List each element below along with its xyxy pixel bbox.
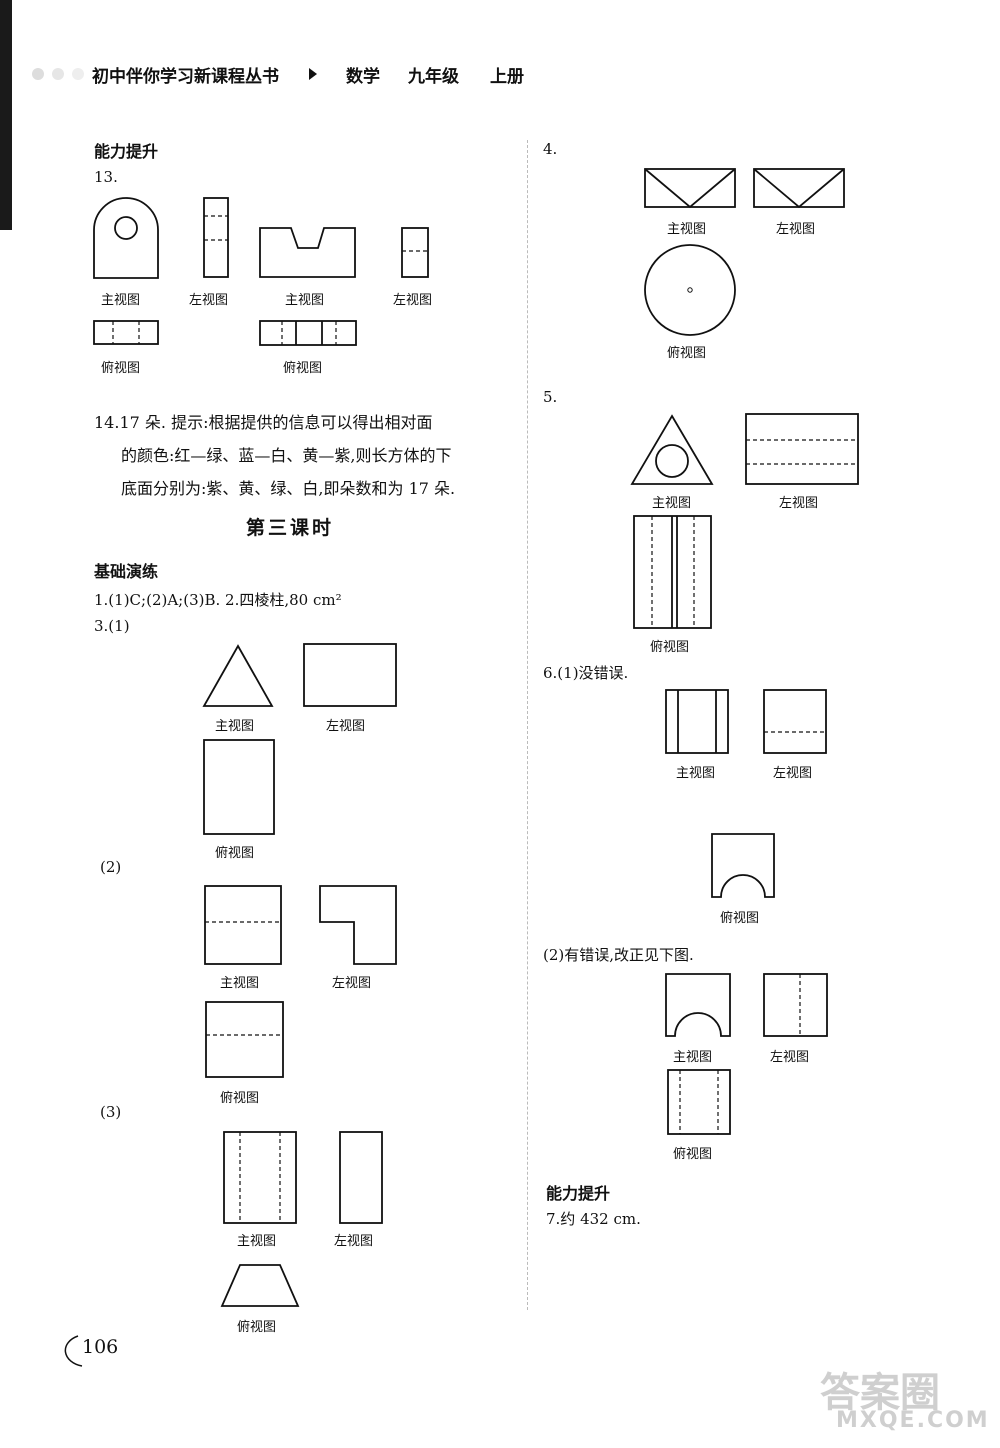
q4-caption-front: 主视图 xyxy=(667,222,707,237)
q13-figures xyxy=(93,197,429,346)
q5-caption-top: 俯视图 xyxy=(650,640,690,655)
q6-1-label: 6.(1)没错误. xyxy=(543,664,629,682)
q3-1-caption-top: 俯视图 xyxy=(215,846,255,861)
watermark-url: MXQE.COM xyxy=(836,1408,990,1433)
q4-caption-top: 俯视图 xyxy=(667,346,707,361)
q3-1-figures xyxy=(202,643,397,835)
q3-2-caption-front: 主视图 xyxy=(220,976,260,991)
q3-2-caption-top: 俯视图 xyxy=(220,1091,260,1106)
q14-line-2: 的颜色:红—绿、蓝—白、黄—紫,则长方体的下 xyxy=(121,446,452,465)
q6-2-caption-left: 左视图 xyxy=(770,1050,810,1065)
q4-figures xyxy=(644,168,845,336)
q3-3-caption-top: 俯视图 xyxy=(237,1320,277,1335)
q6-1-caption-top: 俯视图 xyxy=(720,911,760,926)
q13-caption-top-1: 俯视图 xyxy=(101,361,141,376)
q7-answer: 7.约 432 cm. xyxy=(546,1210,641,1228)
q3-1-caption-left: 左视图 xyxy=(326,719,366,734)
q13-caption-left-1: 左视图 xyxy=(189,293,229,308)
section-ability: 能力提升 xyxy=(94,142,159,161)
q13-caption-front-2: 主视图 xyxy=(285,293,325,308)
q6-1-figures xyxy=(665,689,827,898)
column-divider xyxy=(527,140,528,1310)
binding-edge xyxy=(0,0,12,230)
q6-2-figures xyxy=(665,973,828,1135)
q13-caption-front-1: 主视图 xyxy=(101,293,141,308)
header-ornament xyxy=(32,68,84,80)
q6-1-caption-front: 主视图 xyxy=(676,766,716,781)
q1-q2-answers: 1.(1)C;(2)A;(3)B. 2.四棱柱,80 cm² xyxy=(94,591,342,609)
q4-caption-left: 左视图 xyxy=(776,222,816,237)
page-number-bracket xyxy=(64,1335,83,1367)
section-ability-right: 能力提升 xyxy=(546,1184,611,1203)
q6-1-caption-left: 左视图 xyxy=(773,766,813,781)
q5-caption-left: 左视图 xyxy=(779,496,819,511)
q3-1-caption-front: 主视图 xyxy=(215,719,255,734)
header-series: 初中伴你学习新课程丛书 xyxy=(92,67,279,87)
q3-2-label: (2) xyxy=(100,858,122,876)
q13-caption-top-2: 俯视图 xyxy=(283,361,323,376)
lesson-title: 第三课时 xyxy=(246,517,335,539)
q3-3-label: (3) xyxy=(100,1103,122,1121)
q14-line-3: 底面分别为:紫、黄、绿、白,即朵数和为 17 朵. xyxy=(121,479,456,498)
q3-1-label: 3.(1) xyxy=(94,617,130,635)
header-volume: 上册 xyxy=(490,67,524,87)
q3-3-caption-left: 左视图 xyxy=(334,1234,374,1249)
header-subject: 数学 xyxy=(346,67,380,87)
q13-caption-left-2: 左视图 xyxy=(393,293,433,308)
q14-line-1: 14.17 朵. 提示:根据提供的信息可以得出相对面 xyxy=(94,413,433,432)
q6-2-label: (2)有错误,改正见下图. xyxy=(543,946,694,964)
q5-caption-front: 主视图 xyxy=(652,496,692,511)
q3-2-figures xyxy=(204,885,397,1078)
q3-2-caption-left: 左视图 xyxy=(332,976,372,991)
page-number: 106 xyxy=(82,1336,119,1358)
header-arrow-icon xyxy=(309,68,317,80)
header-grade: 九年级 xyxy=(408,67,459,87)
watermark-logo: 答案圈 xyxy=(820,1370,940,1416)
q5-number: 5. xyxy=(543,388,558,406)
q6-2-caption-front: 主视图 xyxy=(673,1050,713,1065)
section-basic: 基础演练 xyxy=(94,562,159,581)
q5-figures xyxy=(630,413,859,629)
q13-number: 13. xyxy=(94,168,118,186)
q3-3-caption-front: 主视图 xyxy=(237,1234,277,1249)
q6-2-caption-top: 俯视图 xyxy=(673,1147,713,1162)
q4-number: 4. xyxy=(543,140,558,158)
q3-3-figures xyxy=(220,1131,383,1307)
